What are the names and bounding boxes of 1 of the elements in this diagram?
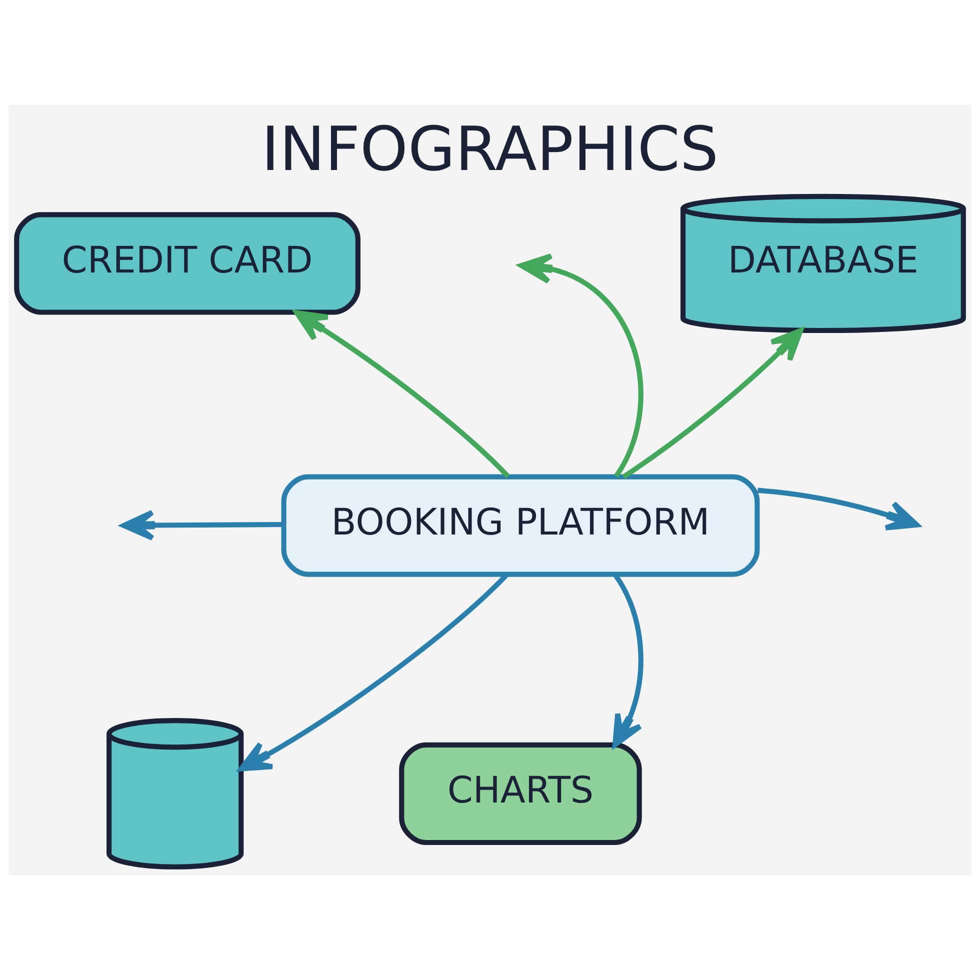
diagram-title: INFOGRAPHICS bbox=[261, 114, 719, 186]
